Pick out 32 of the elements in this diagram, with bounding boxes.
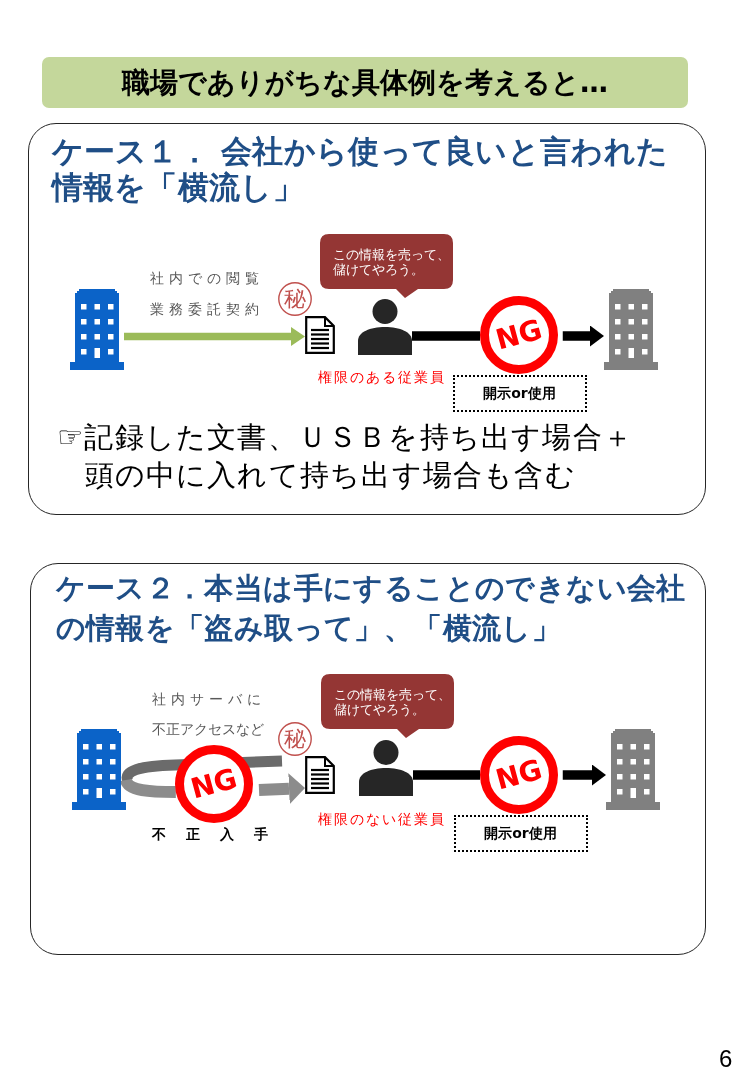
edge-label: 社内サーバに不正アクセスなど: [152, 690, 267, 739]
connector-line: [412, 331, 480, 341]
connector-line: [120, 777, 176, 798]
role-caption: 権限のない従業員: [317, 809, 447, 828]
building-icon: [603, 288, 658, 370]
building-icon: [69, 288, 124, 370]
annotation-text: 不正入手: [152, 825, 268, 843]
ng-sign: NG: [479, 735, 558, 814]
connector-line: [413, 770, 480, 780]
dotted-label-box: 開示or使用: [452, 374, 587, 412]
ng-sign: NG: [479, 295, 558, 374]
case-heading: ケース１． 会社から使って良いと言われた情報を「横流し」: [51, 132, 670, 205]
speech-bubble: この情報を売って、儲けてやろう。: [320, 673, 454, 738]
edge-label: 社内での閲覧業務委託契約: [150, 269, 265, 319]
title-banner: 職場でありがちな具体例を考えると…: [42, 57, 688, 108]
rounded-panel: [28, 123, 706, 515]
seal-stamp: 秘: [277, 281, 312, 316]
page-number: 6: [719, 1045, 734, 1073]
building-icon: [605, 728, 660, 810]
dotted-label-box: 開示or使用: [453, 814, 588, 852]
seal-stamp: 秘: [277, 721, 312, 756]
person-icon: [358, 739, 413, 796]
role-caption: 権限のある従業員: [317, 367, 447, 386]
document-icon: [304, 755, 335, 794]
document-icon: [304, 315, 335, 354]
person-icon: [357, 298, 412, 355]
rounded-panel: [30, 563, 706, 955]
speech-bubble: この情報を売って、儲けてやろう。: [319, 233, 453, 298]
building-icon: [71, 728, 126, 810]
case-heading: ケース２．本当は手にすることのできない会社の情報を「盗み取って」、「横流し」: [55, 569, 687, 647]
note-text: ☞記録した文書、ＵＳＢを持ち出す場合＋頭の中に入れて持ち出す場合も含む: [57, 418, 635, 494]
ng-sign: NG: [174, 744, 253, 823]
